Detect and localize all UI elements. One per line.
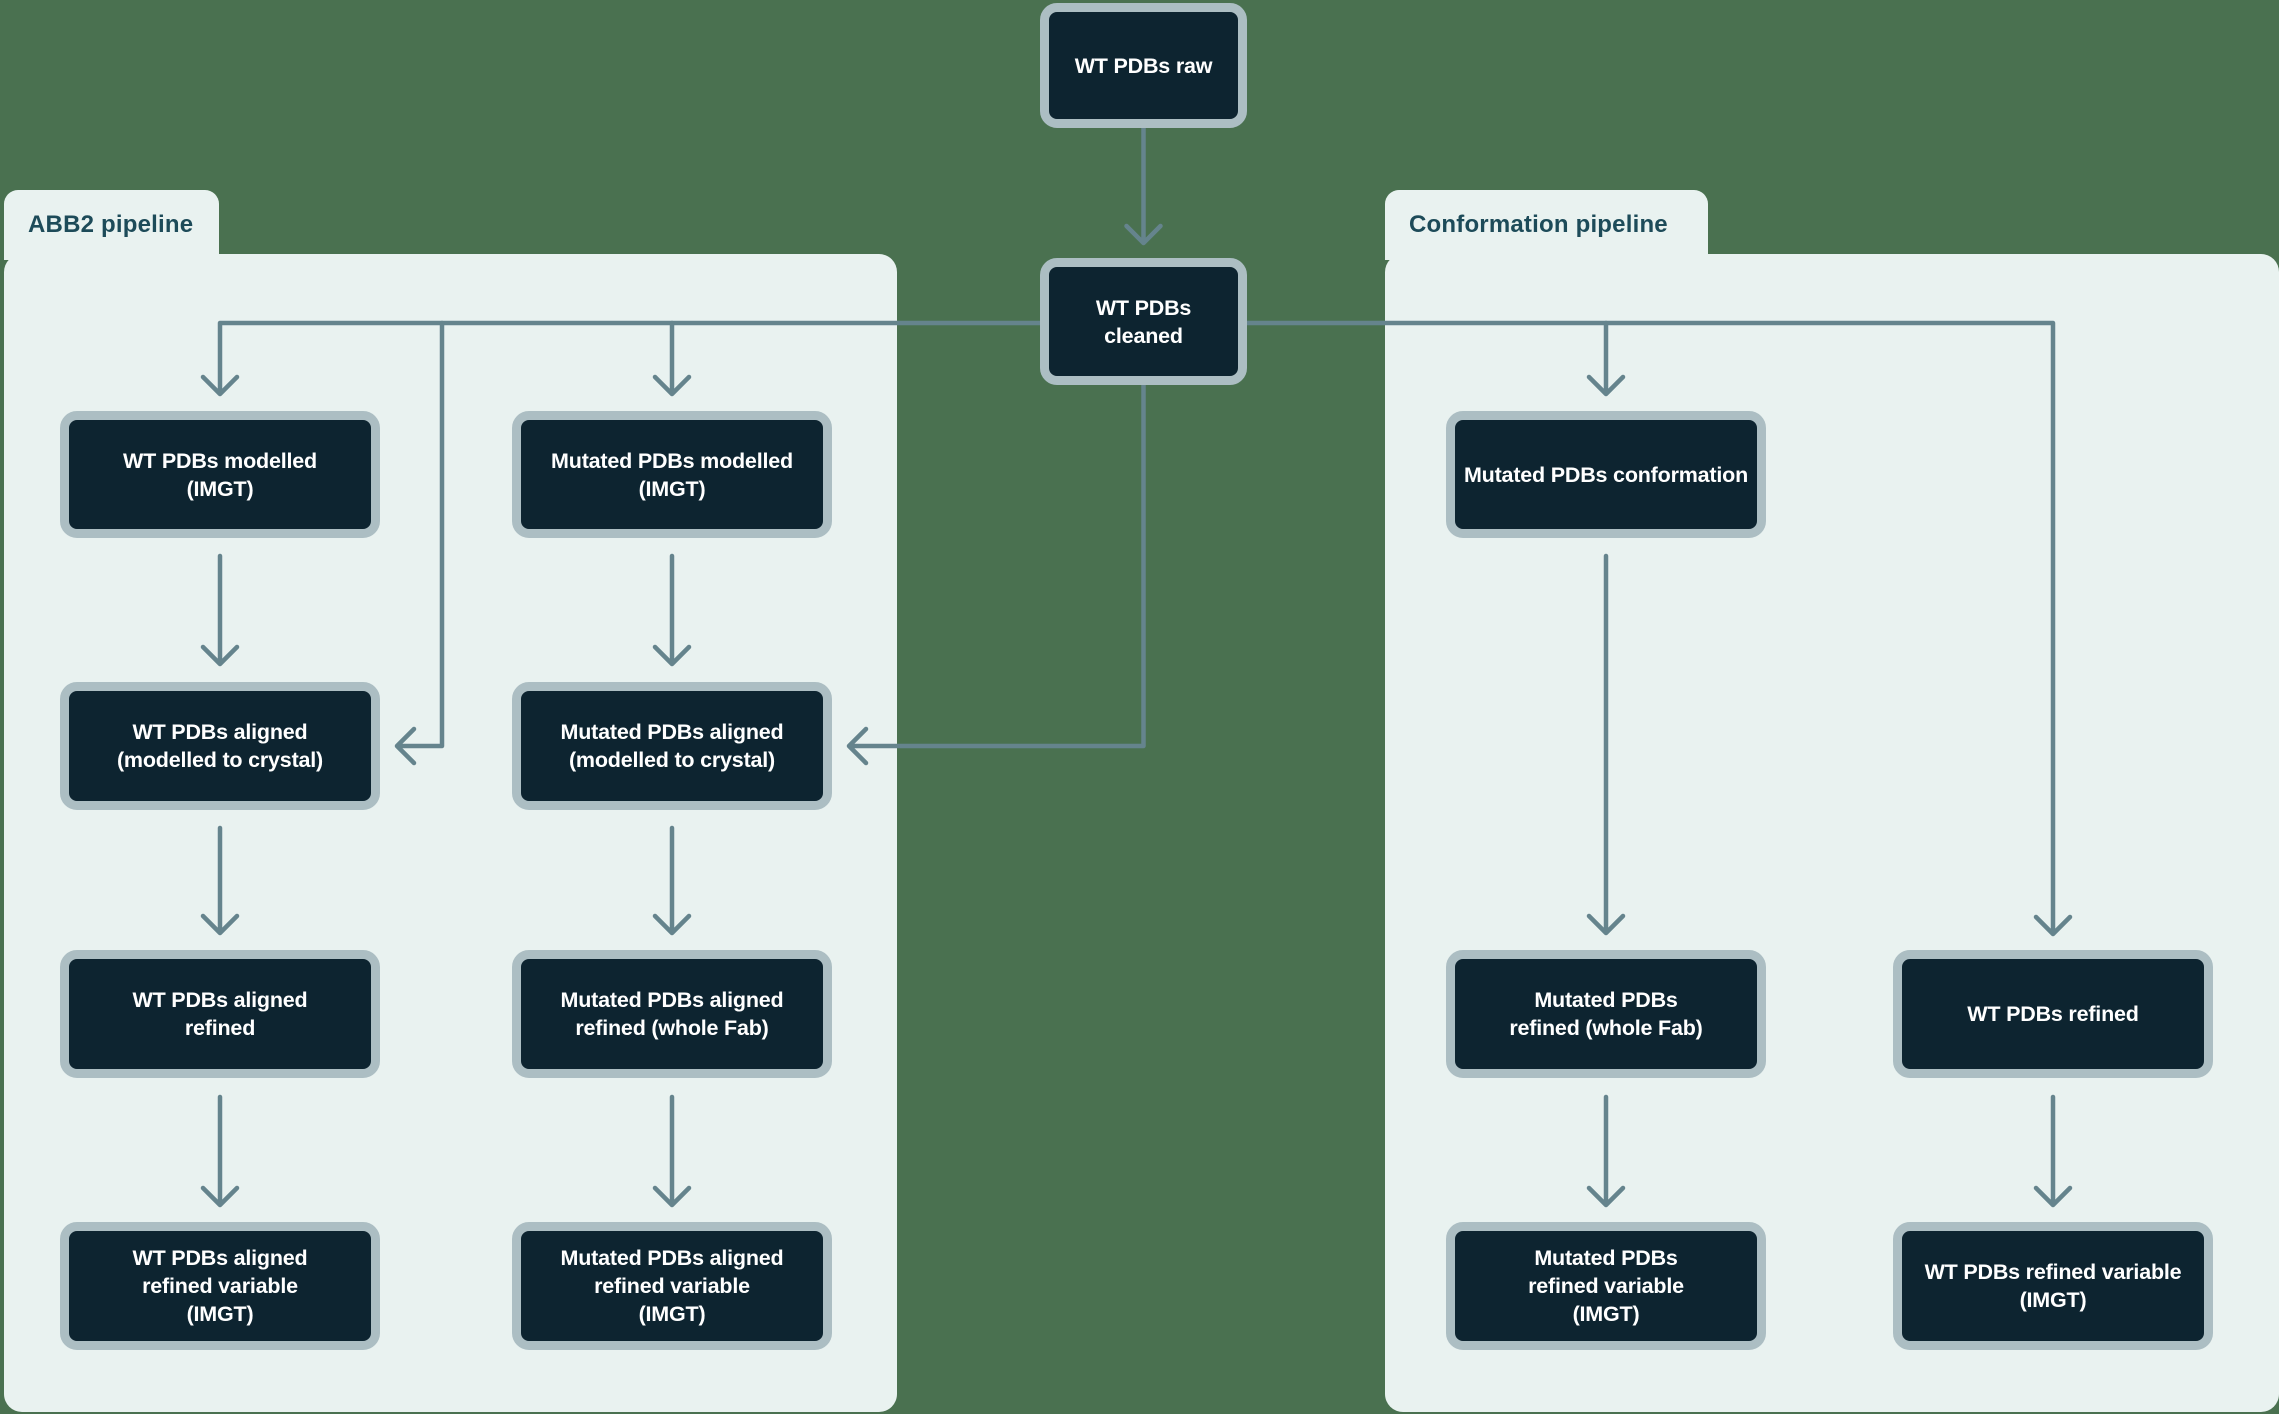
node-label: WT PDBs refined (1967, 1002, 2139, 1026)
node-wt-pdbs-raw: WT PDBs raw (1040, 3, 1247, 128)
node-label: WT PDBs modelled (IMGT) (123, 448, 317, 501)
node-wt-pdbs-modelled-imgt: WT PDBs modelled (IMGT) (60, 411, 380, 538)
node-label: WT PDBs aligned (modelled to crystal) (116, 720, 324, 772)
node-wt-pdbs-aligned-refined-variable: WT PDBs aligned refined variable (IMGT) (60, 1222, 380, 1350)
node-label: WT PDBs refined variable (IMGT) (1924, 1260, 2182, 1312)
arrow-cleaned-to-mut-conformation (1586, 320, 1626, 397)
arrow-mut-aligned-to-refined (652, 825, 692, 936)
arrow-mut-modelled-to-mut-aligned (652, 553, 692, 667)
node-label: WT PDBs cleaned (1095, 295, 1192, 348)
node-mutated-pdbs-conformation: Mutated PDBs conformation (1446, 411, 1766, 538)
node-mutated-pdbs-refined-whole-fab: Mutated PDBs refined (whole Fab) (1446, 950, 1766, 1078)
node-wt-pdbs-aligned-refined: WT PDBs aligned refined (60, 950, 380, 1078)
node-wt-pdbs-cleaned: WT PDBs cleaned (1040, 258, 1247, 385)
node-label: WT PDBs aligned refined variable (IMGT) (132, 1246, 308, 1326)
node-wt-pdbs-refined-variable: WT PDBs refined variable (IMGT) (1893, 1222, 2213, 1350)
abb2-pipeline-title: ABB2 pipeline (28, 211, 194, 238)
node-wt-pdbs-refined: WT PDBs refined (1893, 950, 2213, 1078)
arrow-mut-aligned-refined-to-variable (652, 1094, 692, 1208)
arrow-mut-refined-to-variable (1586, 1094, 1626, 1208)
arrow-conformation-to-mut-refined (1586, 553, 1626, 936)
node-mutated-pdbs-aligned-refined-variable: Mutated PDBs aligned refined variable (I… (512, 1222, 832, 1350)
arrow-wt-aligned-to-refined (200, 825, 240, 936)
node-label: Mutated PDBs refined variable (IMGT) (1528, 1246, 1684, 1326)
node-label: Mutated PDBs conformation (1463, 462, 1749, 487)
arrow-cleaned-to-wt-refined (1244, 320, 2073, 937)
tab-abb2-pipeline: ABB2 pipeline (4, 190, 219, 260)
arrow-cleaned-to-mut-modelled (652, 320, 692, 397)
node-mutated-pdbs-aligned: Mutated PDBs aligned (modelled to crysta… (512, 682, 832, 810)
node-mutated-pdbs-modelled-imgt: Mutated PDBs modelled (IMGT) (512, 411, 832, 538)
node-label: WT PDBs aligned refined (132, 988, 308, 1040)
node-label: Mutated PDBs aligned (modelled to crysta… (560, 720, 784, 772)
arrow-wt-aligned-refined-to-variable (200, 1094, 240, 1208)
conformation-pipeline-title: Conformation pipeline (1409, 211, 1668, 238)
node-label: Mutated PDBs aligned refined (whole Fab) (560, 988, 784, 1040)
node-wt-pdbs-aligned: WT PDBs aligned (modelled to crystal) (60, 682, 380, 810)
arrow-wt-modelled-to-wt-aligned (200, 553, 240, 667)
arrow-cleaned-branch-to-wt-aligned (394, 320, 445, 766)
arrow-raw-to-cleaned (1124, 125, 1163, 246)
node-label: Mutated PDBs refined (whole Fab) (1509, 988, 1703, 1040)
node-mutated-pdbs-refined-variable: Mutated PDBs refined variable (IMGT) (1446, 1222, 1766, 1350)
node-mutated-pdbs-aligned-refined: Mutated PDBs aligned refined (whole Fab) (512, 950, 832, 1078)
tab-conformation-pipeline: Conformation pipeline (1385, 190, 1708, 260)
node-label: Mutated PDBs aligned refined variable (I… (560, 1246, 784, 1326)
arrow-cleaned-to-mut-aligned (846, 382, 1146, 766)
arrow-cleaned-to-wt-modelled (200, 320, 1043, 397)
arrow-wt-refined-to-variable (2033, 1094, 2073, 1208)
node-label: Mutated PDBs modelled (IMGT) (551, 448, 793, 501)
node-label: WT PDBs raw (1074, 53, 1213, 78)
